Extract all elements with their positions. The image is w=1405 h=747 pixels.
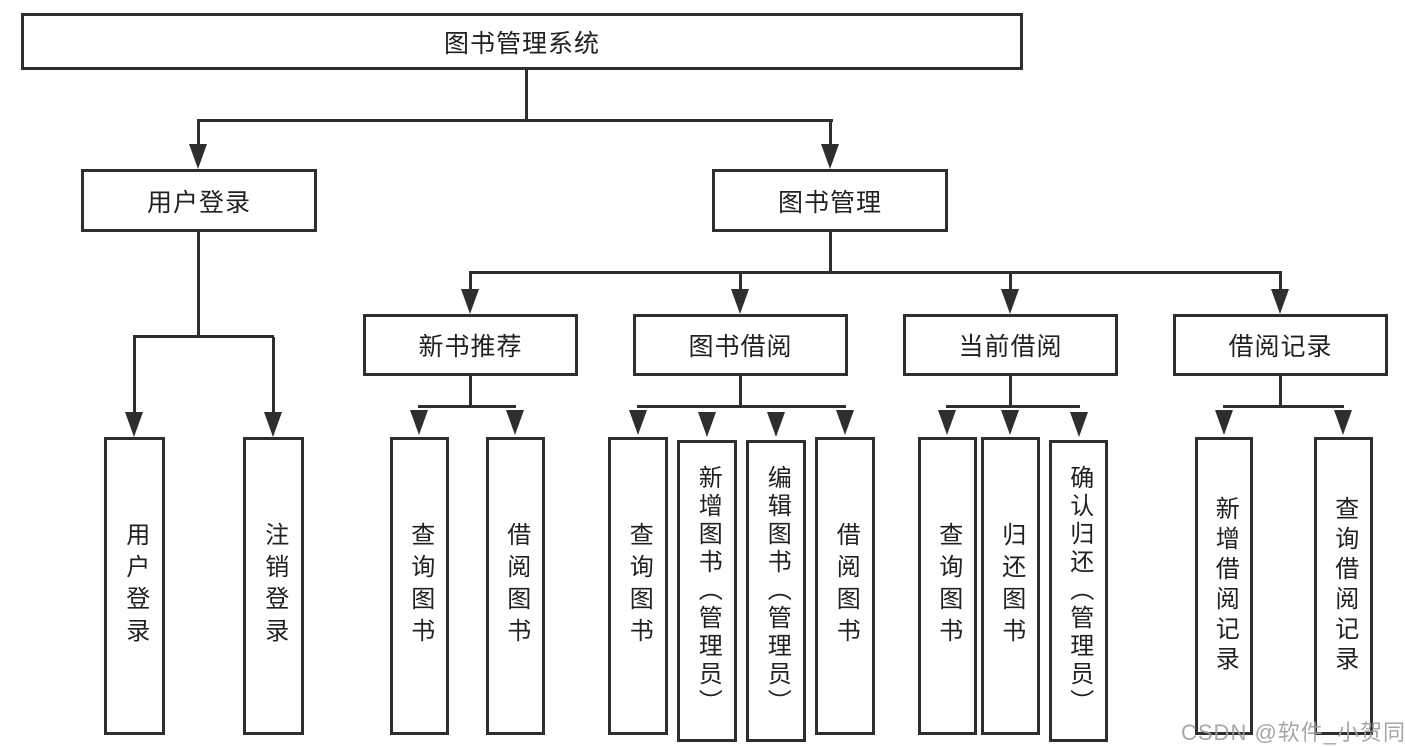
arrow-down-icon xyxy=(821,144,839,169)
node-label: 借阅记录 xyxy=(1228,333,1333,361)
node-label: 用户登录 xyxy=(146,188,251,217)
connector-group-rail xyxy=(637,405,846,408)
node-borrowing-records: 借阅记录 xyxy=(1173,314,1388,376)
arrow-down-icon xyxy=(938,410,956,435)
leaf-confirm-return-admin: 确认归还（管理员） xyxy=(1049,440,1108,742)
arrow-down-icon xyxy=(698,412,716,437)
node-current-borrowing: 当前借阅 xyxy=(903,314,1118,376)
connector-book-mgmt-stem xyxy=(829,232,832,271)
connector-user-login-rail xyxy=(133,335,274,338)
leaf-label: 新增图书（管理员） xyxy=(694,465,722,717)
node-book-borrowing: 图书借阅 xyxy=(633,314,848,376)
connector-group-stem xyxy=(1279,376,1282,405)
leaf-edit-books-admin: 编辑图书（管理员） xyxy=(746,440,806,742)
connector-drop-leaf xyxy=(272,337,275,413)
arrow-down-icon xyxy=(1001,289,1019,314)
leaf-label: 确认归还（管理员） xyxy=(1065,465,1093,717)
arrow-down-icon xyxy=(1271,289,1289,314)
node-book-management: 图书管理 xyxy=(712,169,948,232)
arrow-down-icon xyxy=(1215,410,1233,435)
leaf-label: 借阅图书 xyxy=(502,522,530,650)
node-label: 图书借阅 xyxy=(688,333,793,361)
leaf-label: 查询图书 xyxy=(934,522,962,650)
connector-group-rail xyxy=(946,405,1080,408)
leaf-label: 注销登录 xyxy=(260,522,288,650)
leaf-label: 编辑图书（管理员） xyxy=(763,465,791,717)
leaf-search-books: 查询图书 xyxy=(608,437,668,735)
leaf-search-books: 查询图书 xyxy=(918,437,977,735)
arrow-down-icon xyxy=(410,410,428,435)
leaf-label: 归还图书 xyxy=(997,522,1025,650)
leaf-label: 用户登录 xyxy=(121,522,149,650)
csdn-watermark: CSDN @软件_小贺同学 xyxy=(1181,720,1405,745)
leaf-search-books: 查询图书 xyxy=(390,437,449,735)
connector-drop-borrow-records xyxy=(1279,273,1282,291)
node-label: 新书推荐 xyxy=(418,333,523,361)
node-label: 图书管理系统 xyxy=(443,29,600,58)
connector-group-rail xyxy=(1223,405,1344,408)
leaf-label: 查询图书 xyxy=(625,522,653,650)
arrow-down-icon xyxy=(125,412,143,437)
connector-drop-current-borrow xyxy=(1009,273,1012,291)
connector-drop-user-login xyxy=(197,121,200,148)
connector-group-stem xyxy=(739,376,742,405)
node-user-login: 用户登录 xyxy=(81,169,317,232)
leaf-add-books-admin: 新增图书（管理员） xyxy=(677,440,737,742)
arrow-down-icon xyxy=(1334,410,1352,435)
leaf-borrow-books: 借阅图书 xyxy=(486,437,545,735)
arrow-down-icon xyxy=(506,410,524,435)
connector-drop-book-borrow xyxy=(739,273,742,291)
leaf-borrow-books: 借阅图书 xyxy=(815,437,875,735)
arrow-down-icon xyxy=(731,289,749,314)
arrow-down-icon xyxy=(629,410,647,435)
node-library-management-system: 图书管理系统 xyxy=(21,13,1023,70)
arrow-down-icon xyxy=(264,412,282,437)
arrow-down-icon xyxy=(836,410,854,435)
connector-root-stem xyxy=(525,70,528,119)
connector-root-rail xyxy=(197,119,833,122)
connector-drop-leaf xyxy=(133,337,136,413)
connector-group-stem xyxy=(1009,376,1012,405)
node-label: 当前借阅 xyxy=(958,333,1063,361)
arrow-down-icon xyxy=(767,412,785,437)
leaf-search-borrow-record: 查询借阅记录 xyxy=(1314,437,1373,735)
leaf-label: 借阅图书 xyxy=(832,522,860,650)
connector-user-login-stem xyxy=(197,232,200,335)
arrow-down-icon xyxy=(189,144,207,169)
leaf-label: 新增借阅记录 xyxy=(1211,496,1239,676)
arrow-down-icon xyxy=(1001,410,1019,435)
leaf-logout: 注销登录 xyxy=(243,437,304,735)
connector-group-stem xyxy=(469,376,472,405)
arrow-down-icon xyxy=(1070,412,1088,437)
connector-drop-book-management xyxy=(829,121,832,148)
node-label: 图书管理 xyxy=(777,188,882,217)
connector-book-mgmt-rail xyxy=(469,271,1282,274)
leaf-add-borrow-record: 新增借阅记录 xyxy=(1195,437,1253,735)
leaf-return-books: 归还图书 xyxy=(981,437,1040,735)
leaf-user-login: 用户登录 xyxy=(104,437,165,735)
connector-group-rail xyxy=(418,405,516,408)
node-new-book-recommendation: 新书推荐 xyxy=(363,314,578,376)
leaf-label: 查询借阅记录 xyxy=(1330,496,1358,676)
leaf-label: 查询图书 xyxy=(406,522,434,650)
arrow-down-icon xyxy=(461,289,479,314)
connector-drop-new-books xyxy=(469,273,472,291)
